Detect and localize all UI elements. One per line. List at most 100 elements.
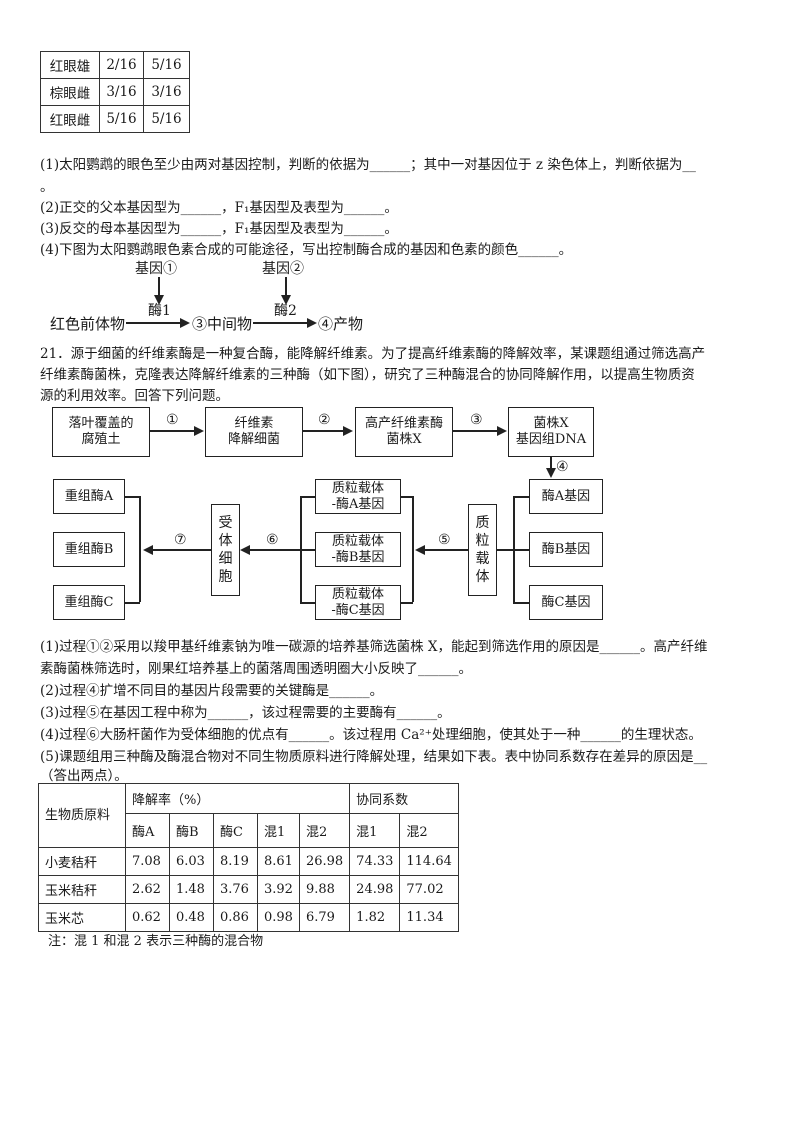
arrow-right-icon — [343, 426, 353, 436]
subheader: 酶C — [213, 813, 258, 848]
cell: 26.98 — [298, 847, 351, 876]
cell: 8.19 — [213, 847, 258, 876]
arrow-left-icon — [240, 545, 250, 555]
q21-part1-line2: 素酶菌株筛选时，刚果红培养基上的菌落周围透明圈大小反映了______。 — [40, 661, 472, 677]
box-text: 质粒载体 — [331, 533, 384, 549]
cell: 红眼雄 — [40, 51, 100, 79]
cell: 74.33 — [349, 847, 401, 876]
box-text: 质粒载体 — [331, 480, 384, 496]
bracket-line — [497, 549, 529, 551]
arrow-line — [425, 549, 468, 551]
bracket-line — [124, 602, 140, 604]
table-note: 注：混 1 和混 2 表示三种酶的混合物 — [48, 934, 264, 949]
bracket-line — [401, 602, 413, 604]
step-7-label: ⑦ — [174, 532, 187, 548]
q20-part3: (3)反交的母本基因型为______，F₁基因型及表型为______。 — [40, 221, 398, 237]
cell: 2.62 — [125, 875, 170, 904]
cell: 7.08 — [125, 847, 170, 876]
row-label: 玉米秸秆 — [38, 875, 126, 904]
product-label: ④产物 — [318, 315, 364, 333]
arrow-line — [153, 549, 211, 551]
q21-intro-line3: 源的利用效率。回答下列问题。 — [40, 388, 229, 404]
arrow-down-icon — [281, 295, 291, 305]
q20-part2: (2)正交的父本基因型为______，F₁基因型及表型为______。 — [40, 200, 398, 216]
table-row: 玉米芯 0.62 0.48 0.86 0.98 6.79 1.82 11.34 — [38, 903, 459, 932]
box-text: -酶C基因 — [331, 602, 385, 618]
header-material: 生物质原料 — [38, 783, 126, 848]
box-text: 菌株X — [533, 416, 569, 431]
cell: 0.86 — [213, 903, 258, 932]
cell: 3/16 — [143, 78, 190, 106]
box-vector-gene-c: 质粒载体-酶C基因 — [315, 585, 401, 620]
box-plasmid-vector: 质 粒 载 体 — [468, 504, 497, 596]
cell: 9.88 — [298, 875, 351, 904]
box-host-cell: 受 体 细 胞 — [211, 504, 240, 596]
box-vector-gene-a: 质粒载体-酶A基因 — [315, 479, 401, 514]
step-5-label: ⑤ — [438, 532, 451, 548]
box-vector-gene-b: 质粒载体-酶B基因 — [315, 532, 401, 567]
arrow-line — [250, 549, 300, 551]
arrow-right-icon — [307, 318, 317, 328]
red-precursor-label: 红色前体物 — [50, 315, 126, 333]
q21-part2: (2)过程④扩增不同目的基因片段需要的关键酶是______。 — [40, 683, 384, 699]
cell: 0.48 — [169, 903, 214, 932]
bracket-line — [139, 496, 141, 602]
row-label: 玉米芯 — [38, 903, 126, 932]
bracket-line — [300, 549, 315, 551]
table-subheader-row: 酶A 酶B 酶C 混1 混2 混1 混2 — [39, 813, 459, 848]
bracket-line — [300, 602, 315, 604]
cell: 5/16 — [143, 51, 190, 79]
q21-intro-line2: 纤维素酶菌株，克隆表达降解纤维素的三种酶（如下图），研究了三种酶混合的协同降解作… — [40, 367, 695, 383]
q21-intro-line1: 21．源于细菌的纤维素酶是一种复合酶，能降解纤维素。为了提高纤维素酶的降解效率，… — [40, 346, 706, 362]
arrow-line — [253, 322, 311, 324]
box-text: 降解细菌 — [227, 432, 280, 447]
enzyme-2-label: 酶2 — [274, 303, 297, 319]
header-synergy-coefficient: 协同系数 — [349, 783, 459, 814]
cell: 8.61 — [257, 847, 300, 876]
box-recombinant-enzyme-b: 重组酶B — [53, 532, 125, 567]
cell: 1.48 — [169, 875, 214, 904]
cell: 11.34 — [399, 903, 459, 932]
box-text: 高产纤维素酶 — [364, 416, 443, 431]
box-text: 质粒载体 — [331, 586, 384, 602]
cell: 0.98 — [257, 903, 300, 932]
box-text: 落叶覆盖的 — [68, 416, 134, 431]
box-strain-x: 高产纤维素酶菌株X — [355, 407, 453, 457]
cell: 24.98 — [349, 875, 401, 904]
subheader: 酶A — [125, 813, 170, 848]
table-header-row: 生物质原料 降解率（%） 协同系数 — [38, 783, 459, 848]
box-gene-a: 酶A基因 — [529, 479, 603, 514]
bracket-line — [513, 602, 529, 604]
box-text: -酶B基因 — [331, 549, 385, 565]
table-row: 玉米秸秆 2.62 1.48 3.76 3.92 9.88 24.98 77.0… — [38, 875, 459, 904]
table-row: 棕眼雌 3/16 3/16 — [40, 78, 190, 106]
cell: 0.62 — [125, 903, 170, 932]
cell: 3.92 — [257, 875, 300, 904]
bracket-line — [300, 496, 315, 498]
q21-part4: (4)过程⑥大肠杆菌作为受体细胞的优点有______。该过程用 Ca²⁺处理细胞… — [40, 727, 702, 743]
box-humus-soil: 落叶覆盖的腐殖土 — [52, 407, 150, 457]
q21-part3: (3)过程⑤在基因工程中称为______，该过程需要的主要酶有______。 — [40, 705, 451, 721]
row-label: 小麦秸秆 — [38, 847, 126, 876]
bracket-line — [124, 496, 140, 498]
cell: 114.64 — [399, 847, 459, 876]
box-text: 菌株X — [386, 432, 422, 447]
table-row: 小麦秸秆 7.08 6.03 8.19 8.61 26.98 74.33 114… — [38, 847, 459, 876]
bracket-line — [513, 496, 529, 498]
arrow-line — [453, 430, 497, 432]
arrow-line — [550, 457, 552, 469]
step-6-label: ⑥ — [266, 532, 279, 548]
step-2-label: ② — [318, 412, 331, 428]
cell: 6.03 — [169, 847, 214, 876]
subheader: 酶B — [169, 813, 214, 848]
intermediate-label: ③中间物 — [192, 315, 253, 333]
subheader: 混2 — [399, 813, 459, 848]
q21-part5-line2: （答出两点）。 — [40, 768, 128, 784]
arrow-line — [150, 430, 194, 432]
step-1-label: ① — [166, 412, 179, 428]
q21-part5-line1: (5)课题组用三种酶及酶混合物对不同生物质原料进行降解处理，结果如下表。表中协同… — [40, 749, 708, 765]
table-row: 红眼雌 5/16 5/16 — [40, 105, 190, 133]
gene-1-label: 基因① — [135, 261, 177, 277]
bracket-line — [412, 496, 414, 602]
